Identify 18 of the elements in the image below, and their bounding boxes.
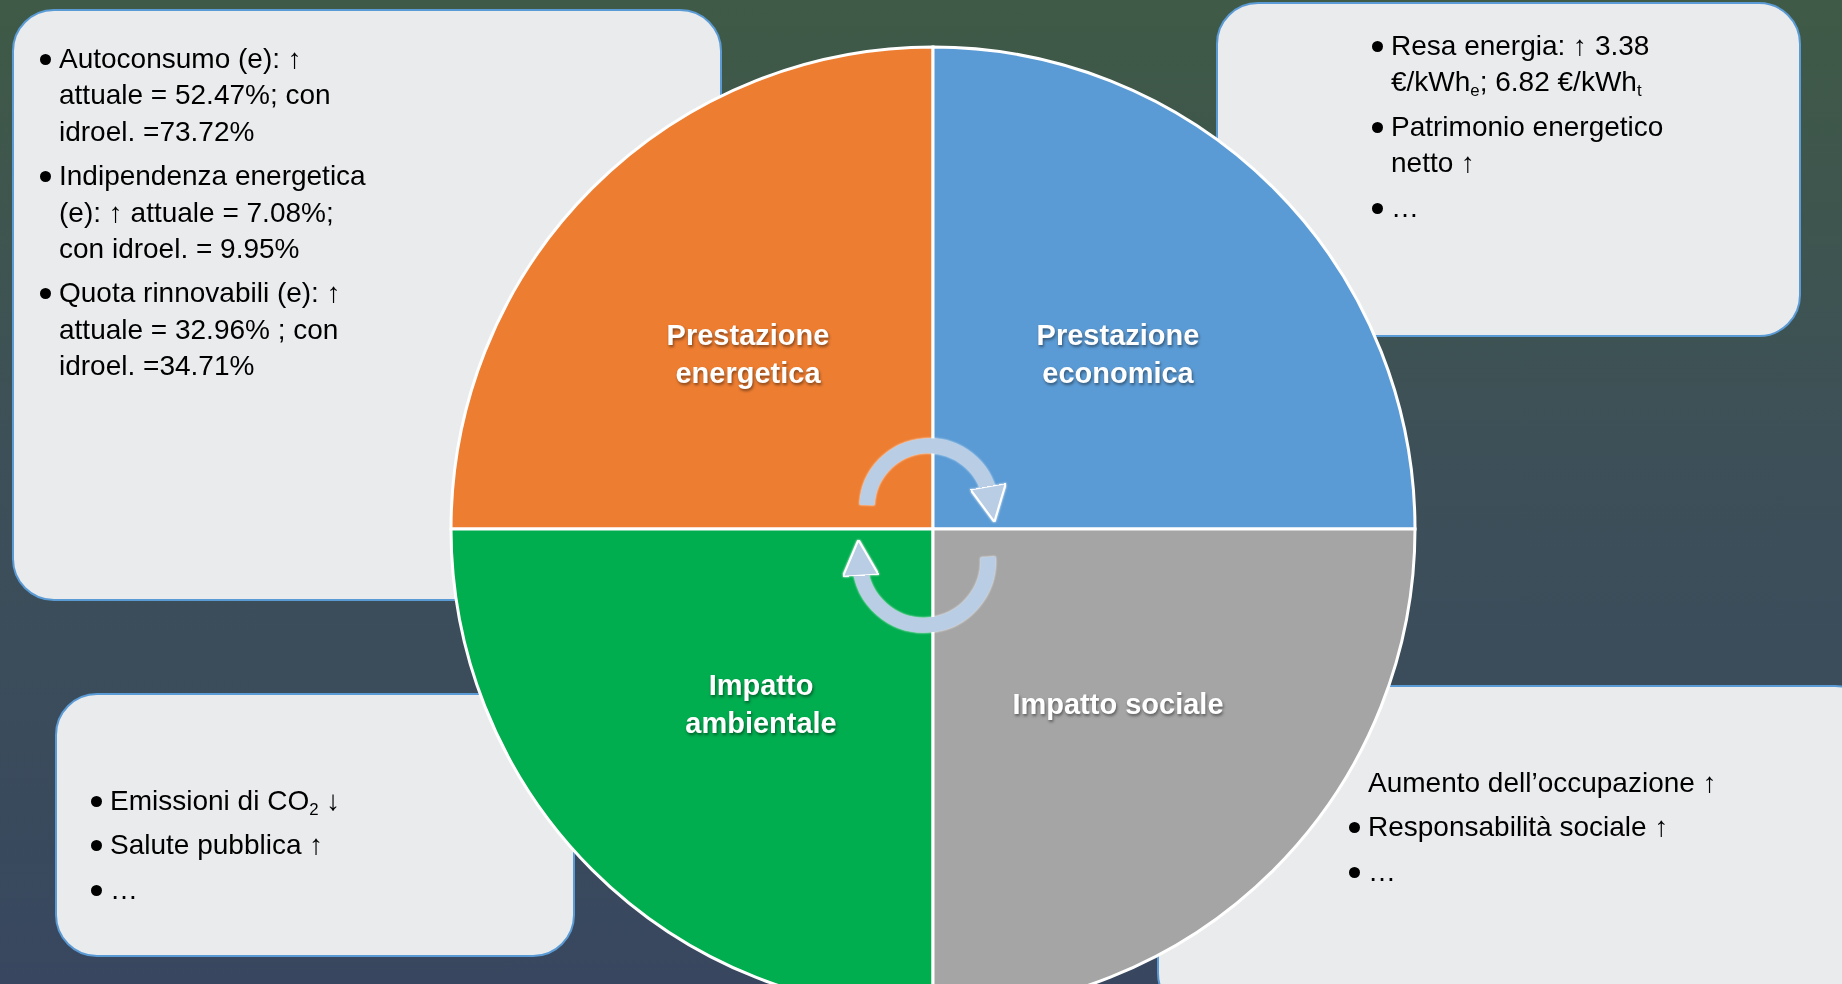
bullet-text: Patrimonio energetico netto ↑: [1391, 109, 1665, 181]
bullet-text: Aumento dell’occupazione ↑: [1368, 766, 1717, 800]
quadrant-label: Impatto ambientale: [684, 668, 838, 741]
quadrant-label: Prestazione energetica: [665, 318, 831, 391]
bullet-text: Salute pubblica ↑: [110, 828, 324, 863]
bullet-text: …: [110, 872, 138, 907]
bullet-text: Emissioni di CO$_{2}$ ↓: [110, 784, 341, 820]
bullet-text: Responsabilità sociale ↑: [1368, 810, 1669, 845]
bullet-text: …: [1391, 190, 1419, 225]
bullet-text: Autoconsumo (e): ↑ attuale = 52.47%; con idroel. =73.72%: [59, 42, 332, 149]
bullet-text: Indipendenza energetica (e): ↑ attuale = 7.08%; con idroel. = 9.95%: [59, 159, 367, 266]
bullet-text: …: [1368, 854, 1396, 889]
callout-box: [1216, 2, 1801, 337]
bullet-text: Resa energia: ↑ 3.38 €/kWh$_{e}$; 6.82 €/kWh$_{t}$: [1391, 29, 1651, 101]
callout-box: [55, 693, 575, 957]
bullet-text: Quota rinnovabili (e): ↑ attuale = 32.96% ; con idroel. =34.71%: [59, 276, 342, 384]
quadrant-label: Impatto sociale: [1011, 687, 1225, 723]
quadrant-label: Prestazione economica: [1035, 318, 1201, 391]
